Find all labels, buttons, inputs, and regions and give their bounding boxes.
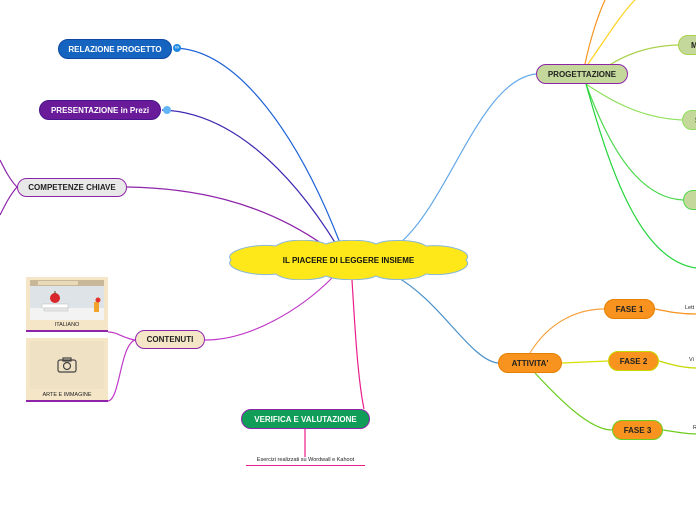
link-icon[interactable]: ∞ xyxy=(173,44,181,52)
link-prog-g xyxy=(585,83,684,201)
link-f1-note xyxy=(654,308,696,315)
link-att-f3 xyxy=(534,372,613,431)
attivita-node[interactable]: ATTIVITA' xyxy=(498,353,562,373)
verifica-valutazione-node[interactable]: VERIFICA E VALUTAZIONE xyxy=(241,409,370,429)
link-competenze-sub2 xyxy=(0,186,18,216)
link-prog-4 xyxy=(585,83,696,269)
arte-caption: ARTE E IMMAGINE xyxy=(42,392,92,398)
link-prog-2 xyxy=(587,0,636,65)
link-f3-note xyxy=(662,429,696,435)
link-contenuti xyxy=(204,277,333,341)
fase-2-node[interactable]: FASE 2 xyxy=(608,351,659,371)
competenze-chiave-node[interactable]: COMPETENZE CHIAVE xyxy=(17,178,127,197)
relazione-progetto-node[interactable]: RELAZIONE PROGETTO xyxy=(58,39,172,59)
fase-3-node[interactable]: FASE 3 xyxy=(612,420,663,440)
link-progettazione xyxy=(399,73,537,244)
italiano-image xyxy=(30,280,104,320)
link-contenuti-italiano xyxy=(107,331,136,341)
link-prog-1 xyxy=(584,0,606,65)
attachment-dot-icon[interactable] xyxy=(163,106,171,114)
camera-icon xyxy=(30,341,104,389)
central-cloud-shape xyxy=(229,240,469,280)
contenuti-node[interactable]: CONTENUTI xyxy=(135,330,205,349)
presentazione-prezi-node[interactable]: PRESENTAZIONE in Prezi xyxy=(39,100,161,120)
progettazione-child-m[interactable]: M xyxy=(678,35,696,55)
fase-1-node[interactable]: FASE 1 xyxy=(604,299,655,319)
fase-1-note[interactable]: Lett xyxy=(685,305,695,311)
italiano-caption: ITALIANO xyxy=(54,322,80,328)
verifica-note[interactable]: Esercizi realizzati su Wordwall e Kahoot xyxy=(246,457,365,466)
link-attivita xyxy=(394,275,499,364)
progettazione-node[interactable]: PROGETTAZIONE xyxy=(536,64,628,84)
link-f2-note xyxy=(658,360,696,369)
progettazione-child-3[interactable] xyxy=(683,190,696,210)
books-apple-illustration xyxy=(30,280,104,320)
link-competenze-sub1 xyxy=(0,159,18,188)
central-topic-label: IL PIACERE DI LEGGERE INSIEME xyxy=(282,255,415,265)
link-contenuti-arte xyxy=(107,339,136,402)
link-att-f1 xyxy=(529,308,605,354)
progettazione-child-s[interactable]: S xyxy=(682,110,696,130)
italiano-card[interactable]: ITALIANO xyxy=(26,277,108,332)
link-prog-s xyxy=(585,83,683,121)
link-relazione xyxy=(174,47,341,244)
link-presentazione xyxy=(161,109,337,245)
fase-2-note[interactable]: Vi xyxy=(689,357,694,363)
link-att-f2 xyxy=(561,360,609,364)
fase-3-note[interactable]: R xyxy=(693,425,696,431)
central-topic[interactable]: IL PIACERE DI LEGGERE INSIEME xyxy=(226,240,471,280)
arte-immagine-card[interactable]: ARTE E IMMAGINE xyxy=(26,338,108,402)
link-competenze xyxy=(126,186,326,247)
link-verifica xyxy=(351,279,365,410)
